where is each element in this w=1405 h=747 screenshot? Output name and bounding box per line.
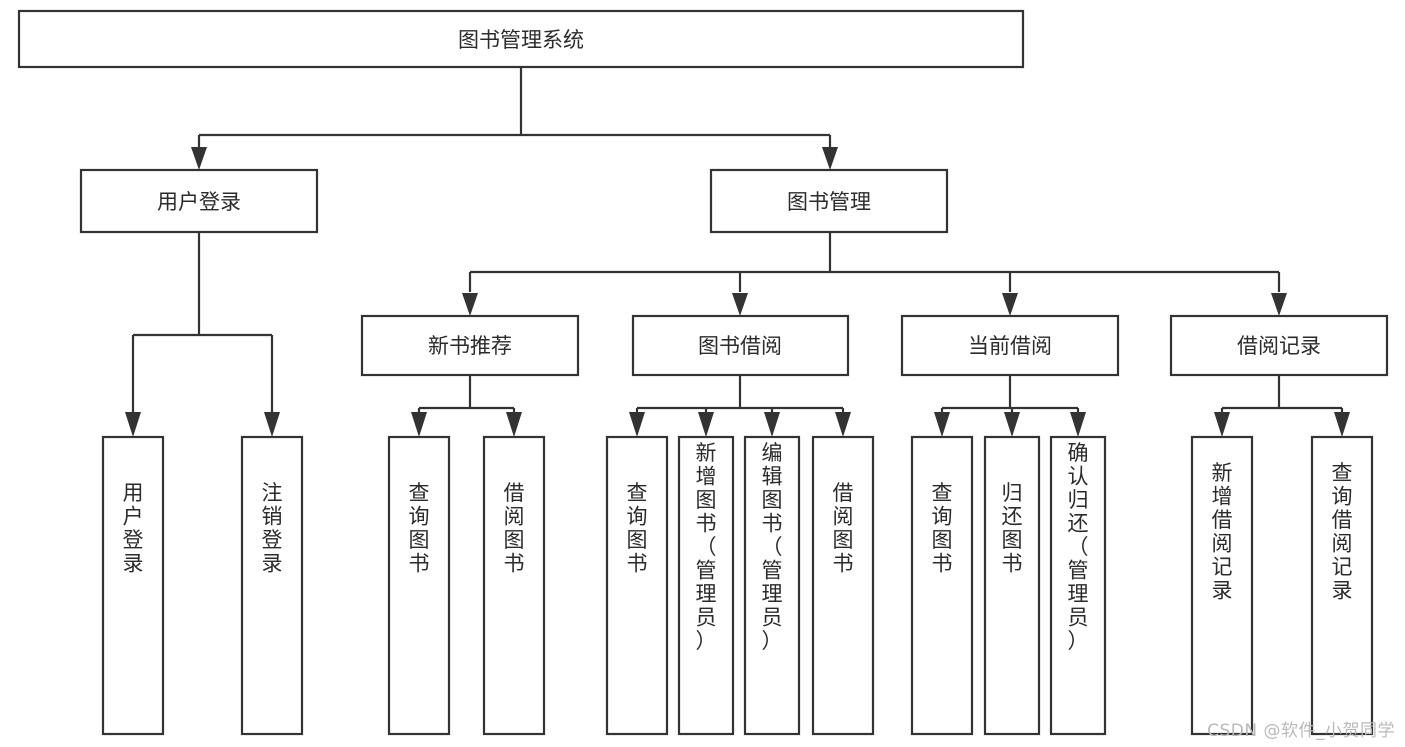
arrow-to-new-book-recommend: [462, 293, 478, 316]
node-borrow-record-box[interactable]: [1169, 314, 1389, 377]
node-leaf-return-book[interactable]: 归还图书: [983, 435, 1041, 736]
node-leaf-add-borrow-record-box[interactable]: [1190, 435, 1254, 736]
node-new-book-recommend[interactable]: 新书推荐: [360, 314, 580, 377]
node-current-borrow-box[interactable]: [900, 314, 1120, 377]
node-leaf-query-book-borrow[interactable]: 查询图书: [605, 435, 669, 736]
node-book-management-label: 图书管理: [787, 190, 871, 214]
node-leaf-borrow-book-rec[interactable]: 借阅图书: [482, 435, 546, 736]
node-root-box[interactable]: [17, 9, 1025, 69]
node-leaf-edit-book-box[interactable]: [743, 435, 801, 736]
node-leaf-add-borrow-record[interactable]: 新增借阅记录: [1190, 435, 1254, 736]
node-current-borrow[interactable]: 当前借阅: [900, 314, 1120, 377]
node-leaf-add-book[interactable]: 新增图书（管理员）: [677, 435, 735, 736]
node-leaf-return-book-box[interactable]: [983, 435, 1041, 736]
node-leaf-borrow-book-rec-box[interactable]: [482, 435, 546, 736]
arrow-to-book-borrow: [732, 293, 748, 316]
node-leaf-borrow-book-box[interactable]: [811, 435, 875, 736]
node-leaf-add-borrow-record-label: 新增借阅记录: [1212, 461, 1233, 603]
node-leaf-logout-box[interactable]: [240, 435, 304, 736]
arrow-to-leaf-query-borrow-record: [1334, 412, 1350, 437]
edge-newbook-bus: [417, 375, 516, 415]
arrow-to-leaf-borrow-book: [835, 412, 851, 437]
edge-currentborrow-bus: [940, 375, 1080, 415]
node-leaf-query-book-rec-box[interactable]: [387, 435, 451, 736]
arrow-to-leaf-query-book-current: [934, 412, 950, 437]
arrow-to-current-borrow: [1002, 293, 1018, 316]
node-leaf-query-book-rec-label: 查询图书: [409, 481, 430, 576]
edge-userlogin-bus: [131, 232, 274, 415]
node-leaf-confirm-return[interactable]: 确认归还（管理员）: [1049, 435, 1107, 736]
arrow-to-book-management: [822, 147, 838, 170]
node-leaf-query-book-rec[interactable]: 查询图书: [387, 435, 451, 736]
node-leaf-borrow-book-label: 借阅图书: [833, 481, 854, 576]
node-leaf-user-login-label: 用户登录: [123, 481, 144, 576]
arrow-to-leaf-return-book: [1004, 412, 1020, 437]
node-book-borrow-label: 图书借阅: [698, 334, 782, 358]
arrow-to-leaf-add-borrow-record: [1214, 412, 1230, 437]
arrow-to-user-login: [191, 147, 207, 170]
node-user-login-box[interactable]: [79, 168, 319, 234]
node-current-borrow-label: 当前借阅: [968, 334, 1052, 358]
node-leaf-borrow-book-rec-label: 借阅图书: [504, 481, 525, 576]
node-leaf-query-book-current-label: 查询图书: [932, 481, 953, 576]
node-leaf-borrow-book[interactable]: 借阅图书: [811, 435, 875, 736]
edge-borrowrecord-bus: [1220, 375, 1344, 415]
node-borrow-record-label: 借阅记录: [1237, 334, 1321, 358]
node-book-borrow-box[interactable]: [631, 314, 850, 377]
arrow-to-borrow-record: [1271, 293, 1287, 316]
node-leaf-query-borrow-record-label: 查询借阅记录: [1332, 461, 1353, 603]
node-leaf-confirm-return-box[interactable]: [1049, 435, 1107, 736]
node-user-login[interactable]: 用户登录: [79, 168, 319, 234]
node-leaf-add-book-label: 新增图书（管理员）: [696, 441, 717, 653]
node-root-label: 图书管理系统: [458, 28, 584, 52]
arrow-to-leaf-add-book: [698, 412, 714, 437]
arrow-to-leaf-edit-book: [764, 412, 780, 437]
node-leaf-logout[interactable]: 注销登录: [240, 435, 304, 736]
node-new-book-recommend-label: 新书推荐: [428, 334, 512, 358]
node-new-book-recommend-box[interactable]: [360, 314, 580, 377]
arrow-to-leaf-borrow-book-rec: [506, 412, 522, 437]
node-leaf-edit-book[interactable]: 编辑图书（管理员）: [743, 435, 801, 736]
node-leaf-confirm-return-label: 确认归还（管理员）: [1068, 441, 1089, 653]
edge-bookmgmt-bus: [468, 232, 1281, 292]
node-leaf-user-login[interactable]: 用户登录: [101, 435, 165, 736]
node-leaf-query-book-borrow-box[interactable]: [605, 435, 669, 736]
node-book-management-box[interactable]: [709, 168, 949, 234]
node-book-borrow[interactable]: 图书借阅: [631, 314, 850, 377]
arrow-to-leaf-confirm-return: [1070, 412, 1086, 437]
node-book-management[interactable]: 图书管理: [709, 168, 949, 234]
node-leaf-edit-book-label: 编辑图书（管理员）: [762, 441, 783, 653]
node-leaf-query-book-current[interactable]: 查询图书: [910, 435, 974, 736]
node-leaf-return-book-label: 归还图书: [1002, 481, 1023, 576]
node-borrow-record[interactable]: 借阅记录: [1169, 314, 1389, 377]
node-leaf-logout-label: 注销登录: [262, 481, 283, 576]
arrow-to-leaf-user-login: [125, 412, 141, 437]
node-leaf-query-book-current-box[interactable]: [910, 435, 974, 736]
edge-bookborrow-bus: [635, 375, 845, 415]
node-root[interactable]: 图书管理系统: [17, 9, 1025, 69]
connector-layer: [125, 67, 1350, 437]
node-user-login-label: 用户登录: [157, 190, 241, 214]
arrow-to-leaf-query-book-borrow: [629, 412, 645, 437]
node-leaf-query-borrow-record[interactable]: 查询借阅记录: [1310, 435, 1374, 736]
arrow-to-leaf-query-book-rec: [411, 412, 427, 437]
node-leaf-user-login-box[interactable]: [101, 435, 165, 736]
edge-root-bus: [197, 67, 832, 155]
node-leaf-add-book-box[interactable]: [677, 435, 735, 736]
arrow-to-leaf-logout: [264, 412, 280, 437]
node-leaf-query-borrow-record-box[interactable]: [1310, 435, 1374, 736]
node-leaf-query-book-borrow-label: 查询图书: [627, 481, 648, 576]
